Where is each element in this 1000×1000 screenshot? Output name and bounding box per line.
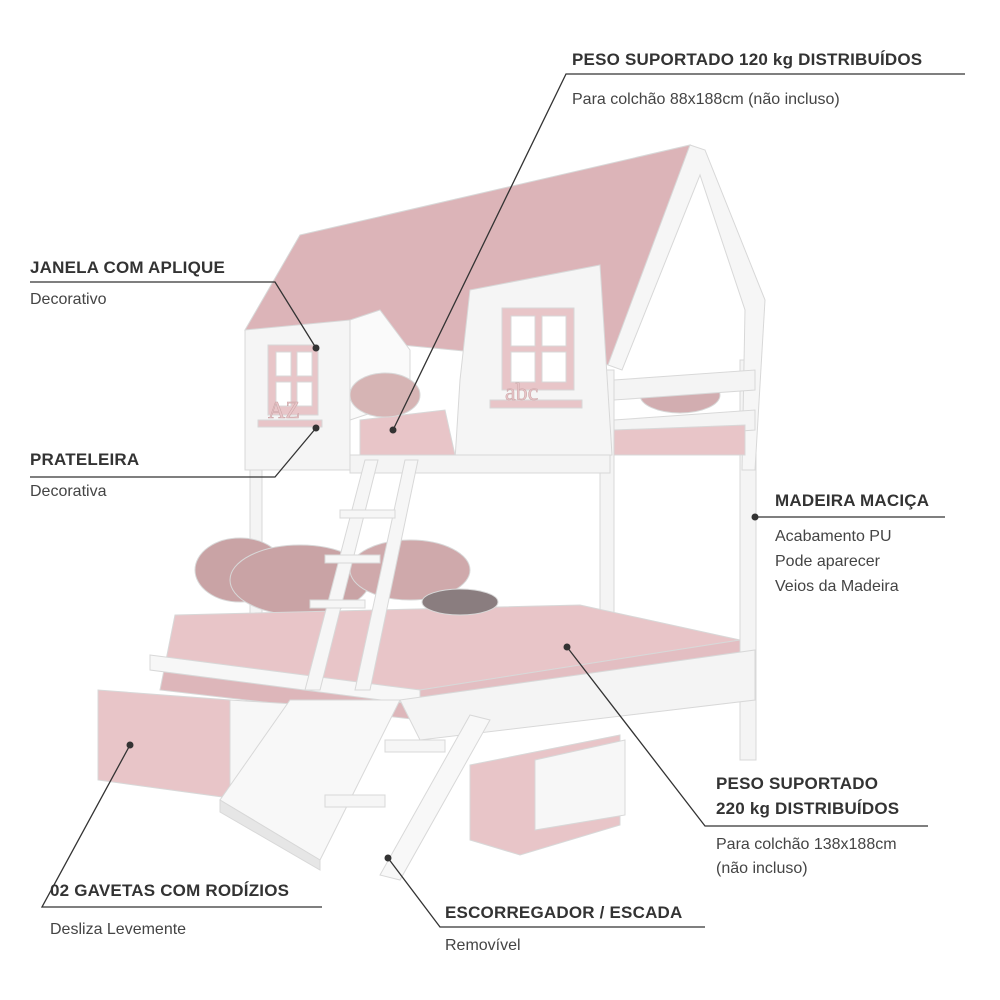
callout-lines	[30, 73, 965, 928]
drawer-left	[97, 689, 231, 799]
callout-line-top-bed	[392, 73, 965, 431]
pillow	[349, 372, 421, 418]
wood-title: MADEIRA MACIÇA	[775, 491, 930, 510]
wood-desc-3: Veios da Madeira	[775, 578, 899, 595]
callout-dots	[126, 344, 759, 862]
bottom-bed-title-1: PESO SUPORTADO	[716, 774, 879, 793]
slide-steps	[379, 714, 491, 881]
shelf-right	[489, 399, 583, 409]
bottom-bed-desc-2: (não incluso)	[716, 860, 808, 877]
callout-line-drawers	[40, 744, 322, 908]
top-bed-title: PESO SUPORTADO 120 kg DISTRIBUÍDOS	[572, 50, 923, 69]
drawers-title: 02 GAVETAS COM RODÍZIOS	[50, 881, 290, 900]
window-desc: Decorativo	[30, 291, 107, 308]
shelf-left	[257, 419, 323, 428]
wood-desc-2: Pode aparecer	[775, 553, 880, 570]
decor-letters-left: AZ	[268, 398, 300, 424]
decor-letters-right: abc	[505, 380, 538, 406]
shelf-desc: Decorativa	[30, 483, 107, 500]
callout-line-window	[30, 281, 317, 349]
callout-line-shelf	[30, 427, 317, 478]
slide-desc: Removível	[445, 937, 521, 954]
bottom-bed-title-2: 220 kg DISTRIBUÍDOS	[716, 799, 900, 818]
bottom-bed-desc-1: Para colchão 138x188cm	[716, 836, 897, 853]
callout-line-slide	[387, 857, 705, 928]
window-title: JANELA COM APLIQUE	[30, 258, 226, 277]
slide-title: ESCORREGADOR / ESCADA	[445, 903, 683, 922]
top-bed-desc: Para colchão 88x188cm (não incluso)	[572, 91, 840, 108]
top-mattress	[359, 409, 456, 461]
toy-whale	[421, 588, 499, 616]
wood-desc-1: Acabamento PU	[775, 528, 892, 545]
drawers-desc: Desliza Levemente	[50, 921, 187, 938]
callout-line-bottom-bed	[566, 646, 928, 827]
shelf-title: PRATELEIRA	[30, 450, 140, 469]
